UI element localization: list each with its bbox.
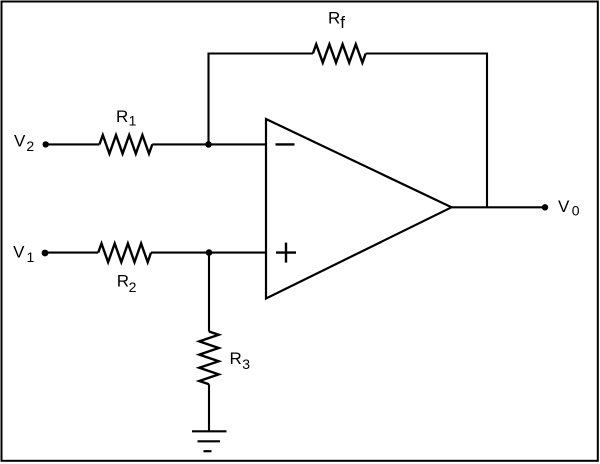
svg-text:R: R	[116, 107, 128, 126]
svg-text:V: V	[13, 243, 25, 262]
svg-text:V: V	[558, 197, 570, 216]
svg-text:3: 3	[242, 356, 250, 372]
svg-text:0: 0	[572, 203, 580, 219]
svg-text:2: 2	[129, 279, 137, 295]
svg-text:V: V	[14, 132, 26, 151]
svg-text:1: 1	[129, 113, 137, 129]
svg-text:f: f	[340, 13, 345, 32]
svg-text:R: R	[328, 9, 340, 28]
svg-text:R: R	[230, 349, 242, 368]
svg-text:2: 2	[26, 138, 34, 154]
svg-text:R: R	[117, 271, 129, 290]
svg-text:1: 1	[27, 249, 35, 265]
